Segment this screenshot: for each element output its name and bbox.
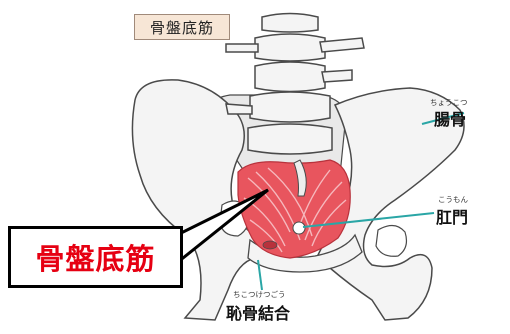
ilium-label: 腸骨 [434, 106, 466, 130]
pubic-symphysis-ruby: ちこつけつごう [233, 289, 286, 300]
right-foramen [376, 225, 406, 256]
diagram-title: 骨盤底筋 [134, 14, 230, 40]
urogenital-opening [263, 241, 277, 249]
pubic-symphysis-label: 恥骨結合 [226, 300, 290, 324]
pelvic-floor-callout: 骨盤底筋 [8, 226, 183, 288]
anus-opening [293, 222, 305, 234]
anus-label: 肛門 [436, 204, 468, 228]
